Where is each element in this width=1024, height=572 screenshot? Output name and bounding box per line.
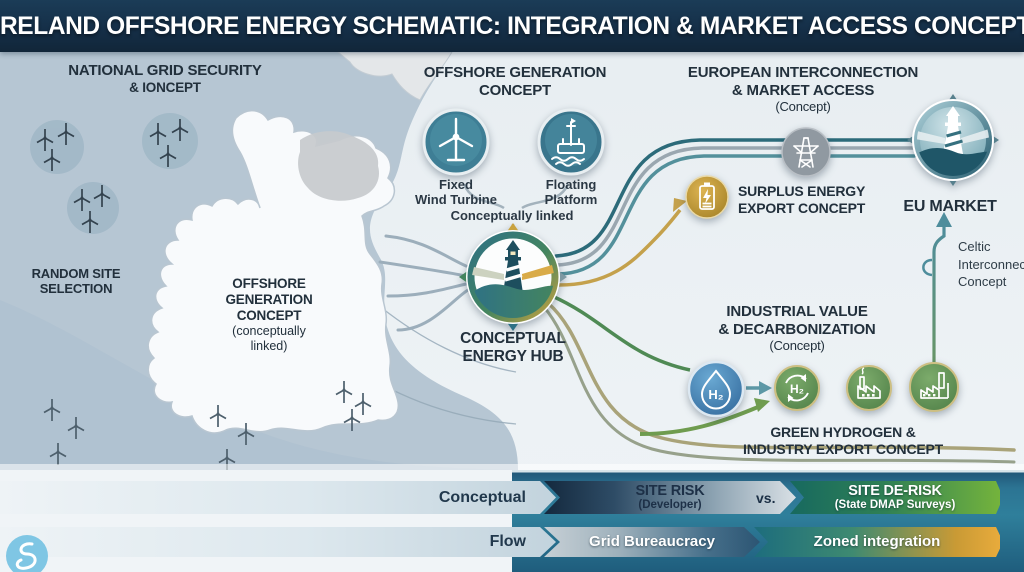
svg-text:H₂: H₂ xyxy=(708,387,723,402)
celtic-arrowhead xyxy=(936,212,952,227)
legend-row-flow-label: Flow xyxy=(0,527,556,557)
map-northern-ireland xyxy=(298,131,380,201)
hub-label: CONCEPTUAL ENERGY HUB xyxy=(460,330,566,366)
factory-node xyxy=(845,364,893,412)
site-derisk-segment: SITE DE-RISK (State DMAP Surveys) xyxy=(790,481,1000,514)
header-bar: IRELAND OFFSHORE ENERGY SCHEMATIC: INTEG… xyxy=(0,0,1024,52)
celtic-hook xyxy=(922,258,933,277)
eu-market-label: EU MARKET xyxy=(903,198,997,215)
offshore-generation-map-label: OFFSHORE GENERATION CONCEPT (conceptuall… xyxy=(225,276,313,353)
factory-icon xyxy=(857,367,881,399)
surplus-battery-node xyxy=(684,174,730,220)
fixed-turbine-label: Fixed Wind Turbine xyxy=(415,177,497,208)
hydrogen-droplet-icon: H₂ xyxy=(700,369,732,410)
floating-platform-node xyxy=(536,107,606,177)
wind-turbine-icon xyxy=(438,117,474,162)
map-scotland xyxy=(336,51,453,101)
green-hydrogen-label: GREEN HYDROGEN & INDUSTRY EXPORT CONCEPT xyxy=(743,424,943,457)
page-title: IRELAND OFFSHORE ENERGY SCHEMATIC: INTEG… xyxy=(0,11,1024,40)
transmission-tower-node xyxy=(780,126,832,178)
zoned-integration-segment: Zoned integration xyxy=(754,527,1000,557)
hydrogen-line xyxy=(551,294,691,372)
h2-transfer-arrowhead xyxy=(759,381,772,395)
industrial-title: INDUSTRIAL VALUE & DECARBONIZATION (Conc… xyxy=(718,303,876,354)
logo-badge xyxy=(5,534,49,572)
lighthouse-icon xyxy=(472,240,554,318)
legend-row-conceptual-label: Conceptual xyxy=(0,481,556,514)
grid-bureaucracy-segment: Grid Bureaucracy xyxy=(544,527,760,557)
floating-platform-label: Floating Platform xyxy=(544,177,598,208)
national-grid-label: NATIONAL GRID SECURITY & IONCEPT xyxy=(68,62,262,95)
battery-icon xyxy=(699,182,715,210)
conceptual-energy-hub-node xyxy=(458,222,568,332)
industrial-lines xyxy=(542,301,1016,464)
conceptually-linked-label: Conceptually linked xyxy=(450,208,574,223)
transmission-tower-icon xyxy=(793,137,819,168)
industrial-plant-icon xyxy=(920,372,949,399)
green-branch-line xyxy=(639,405,759,436)
wind-cluster-zones xyxy=(30,113,198,234)
deep-sea-zone xyxy=(0,300,518,470)
random-site-label: RANDOM SITE SELECTION xyxy=(31,266,121,297)
interconnection-lines xyxy=(554,138,916,276)
hydrogen-recycle-node: H₂ xyxy=(773,364,821,412)
logo-swirl-icon xyxy=(15,542,37,570)
celtic-interconnector-label: Celtic Interconnector Concept xyxy=(958,239,1024,290)
eu-market-node xyxy=(905,92,1001,188)
hydrogen-recycle-icon xyxy=(785,374,809,402)
section-divider xyxy=(0,464,1024,471)
green-arrowhead xyxy=(754,398,770,412)
svg-text:H₂: H₂ xyxy=(790,382,804,396)
floating-platform-icon xyxy=(551,118,585,167)
surplus-arrowhead xyxy=(673,198,687,212)
industrial-plant-node xyxy=(908,361,960,413)
grid-collector-lines xyxy=(378,234,470,332)
site-risk-segment: SITE RISK (Developer) xyxy=(544,481,796,514)
surplus-energy-label: SURPLUS ENERGY EXPORT CONCEPT xyxy=(738,183,866,216)
european-interconnection-title: EUROPEAN INTERCONNECTION & MARKET ACCESS… xyxy=(687,64,919,115)
generation-title: OFFSHORE GENERATION CONCEPT xyxy=(423,64,607,99)
fixed-turbine-node xyxy=(421,107,491,177)
surplus-branch-line xyxy=(555,208,682,287)
celtic-interconnector-line xyxy=(932,226,946,362)
hydrogen-droplet-node: H₂ xyxy=(687,360,745,418)
vs-label: vs. xyxy=(756,489,776,506)
